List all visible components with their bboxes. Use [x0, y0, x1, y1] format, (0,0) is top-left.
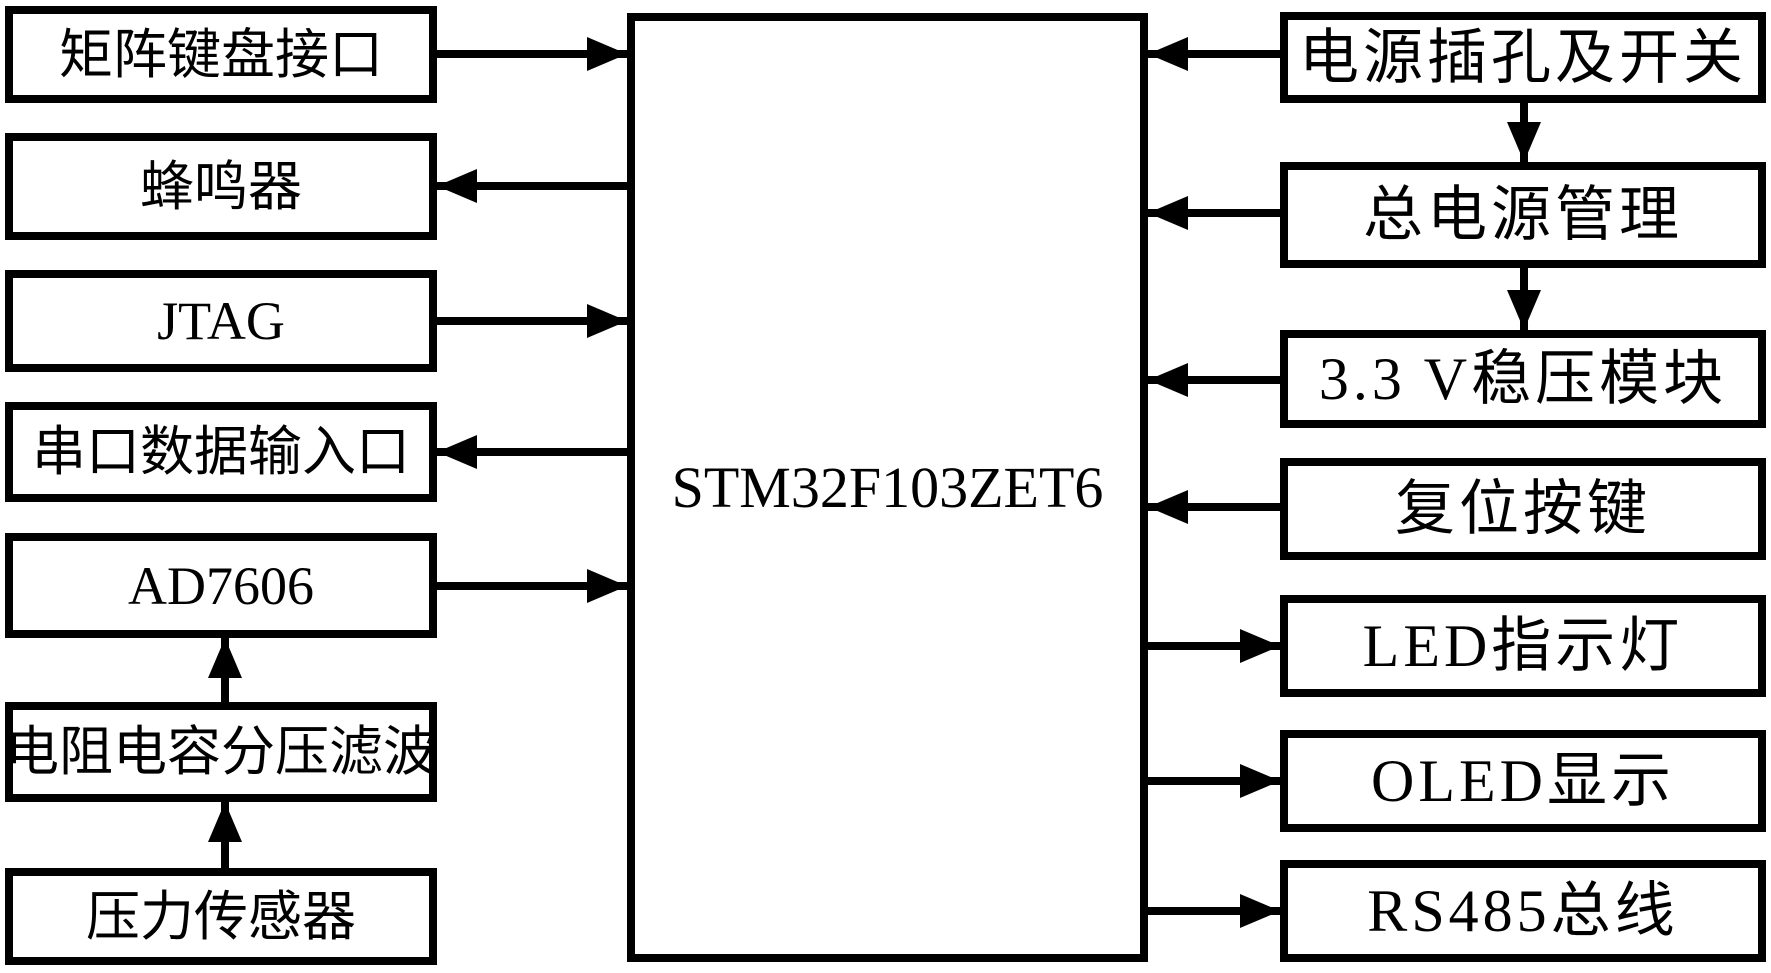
node-label: 矩阵键盘接口 — [59, 24, 383, 85]
node-matrix-keyboard-interface: 矩阵键盘接口 — [5, 6, 437, 103]
node-ad7606: AD7606 — [5, 533, 437, 638]
node-pressure-sensor: 压力传感器 — [5, 868, 437, 965]
node-label: 电源插孔及开关 — [1299, 24, 1747, 91]
node-buzzer: 蜂鸣器 — [5, 133, 437, 240]
node-label: 3.3 V稳压模块 — [1318, 346, 1728, 412]
node-label: 压力传感器 — [86, 886, 356, 947]
node-label: 电阻电容分压滤波 — [5, 722, 437, 782]
node-regulator-3v3: 3.3 V稳压模块 — [1280, 330, 1766, 428]
node-rs485-bus: RS485总线 — [1280, 860, 1766, 962]
node-mcu-label: STM32F103ZET6 — [671, 454, 1104, 520]
node-rc-divider-filter: 电阻电容分压滤波 — [5, 702, 437, 802]
node-label: OLED显示 — [1371, 748, 1675, 814]
node-label: 串口数据输入口 — [32, 422, 410, 482]
node-label: 复位按键 — [1395, 476, 1651, 542]
node-label: JTAG — [157, 291, 285, 351]
node-led-indicator: LED指示灯 — [1280, 595, 1766, 697]
node-label: RS485总线 — [1367, 878, 1679, 944]
node-mcu: STM32F103ZET6 — [627, 13, 1148, 962]
node-main-power-management: 总电源管理 — [1280, 162, 1766, 268]
node-reset-button: 复位按键 — [1280, 458, 1766, 560]
node-oled-display: OLED显示 — [1280, 730, 1766, 832]
node-label: 蜂鸣器 — [140, 156, 302, 217]
node-label: LED指示灯 — [1362, 613, 1684, 679]
node-label: 总电源管理 — [1363, 182, 1683, 248]
node-serial-data-input: 串口数据输入口 — [5, 402, 437, 502]
node-label: AD7606 — [128, 555, 314, 616]
node-power-jack-switch: 电源插孔及开关 — [1280, 12, 1766, 103]
node-jtag: JTAG — [5, 270, 437, 372]
